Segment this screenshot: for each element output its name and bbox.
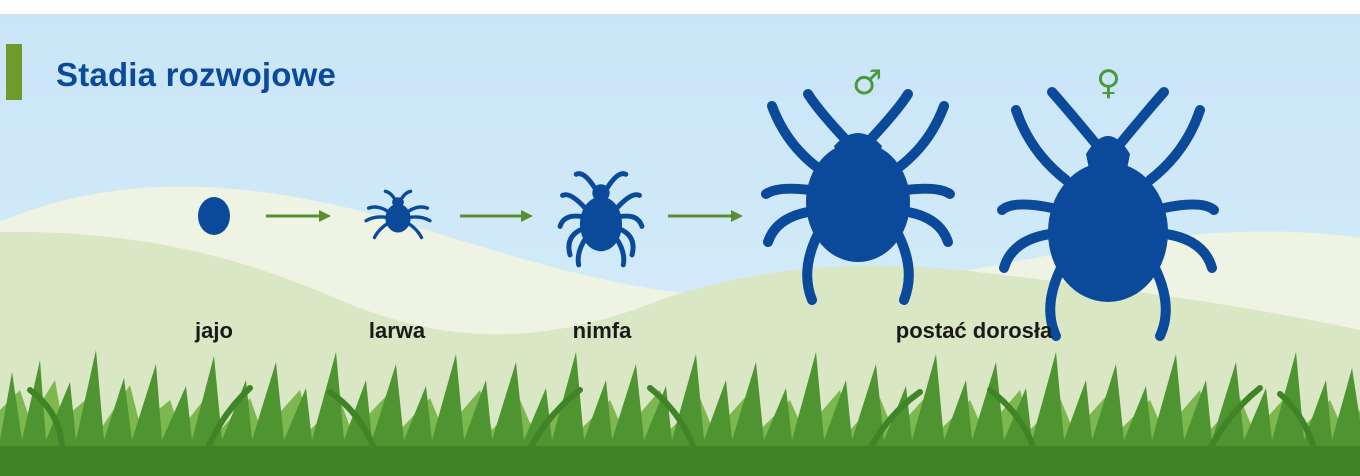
stage-label-nymph: nimfa xyxy=(573,318,632,344)
stage-label-egg: jajo xyxy=(195,318,233,344)
diagram-title: Stadia rozwojowe xyxy=(56,56,336,94)
female-symbol: ♀ xyxy=(1096,66,1121,100)
title-accent-bar xyxy=(6,44,22,100)
stage-label-adult: postać dorosła xyxy=(896,318,1052,344)
male-symbol: ♂ xyxy=(852,66,882,100)
stage-label-larva: larwa xyxy=(369,318,425,344)
